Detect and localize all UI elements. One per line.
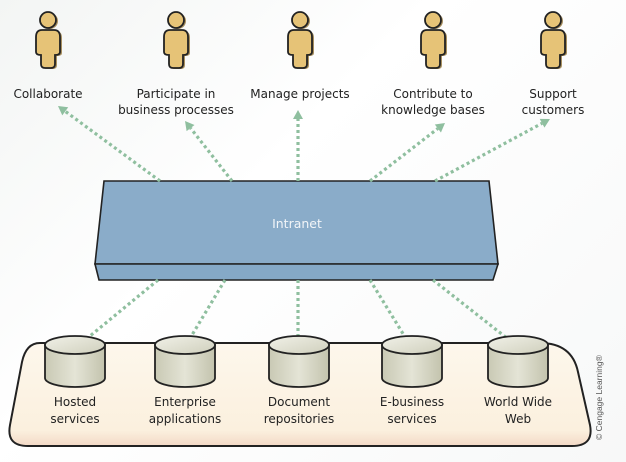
resource-label: Enterprise	[154, 395, 216, 409]
arrowhead-icon	[293, 110, 303, 119]
database-cylinder-icon	[487, 335, 549, 388]
resource-label: services	[50, 412, 99, 426]
arrow-to-user-4	[434, 118, 550, 183]
resource-label: Hosted	[54, 395, 96, 409]
arrowhead-icon	[58, 106, 69, 116]
arrow-to-user-2	[293, 110, 303, 181]
arrowhead-icon	[185, 121, 195, 132]
user-roles: Collaborate Participate in business proces…	[13, 11, 585, 117]
resource-label: Web	[505, 412, 531, 426]
arrow-to-user-1	[185, 121, 234, 182]
resource-label: World Wide	[484, 395, 552, 409]
resource-label: services	[387, 412, 436, 426]
database-cylinder-icon	[44, 335, 106, 388]
resource-item[interactable]: E-business services	[380, 335, 444, 426]
person-icon	[163, 11, 190, 69]
database-cylinder-icon	[154, 335, 216, 388]
arrowhead-icon	[434, 123, 445, 133]
user-role-label: customers	[522, 103, 585, 117]
resource-item[interactable]: Hosted services	[44, 335, 106, 426]
user-role-item[interactable]: Participate in business processes	[118, 11, 234, 117]
intranet-hub[interactable]: Intranet	[93, 180, 500, 281]
arrow-to-user-3	[369, 123, 445, 183]
user-role-item[interactable]: Support customers	[522, 11, 585, 117]
copyright-notice: © Cengage Learning®	[594, 354, 604, 440]
database-cylinder-icon	[268, 335, 330, 388]
user-role-label: business processes	[118, 103, 234, 117]
intranet-label: Intranet	[272, 216, 322, 231]
resource-label: Document	[268, 395, 330, 409]
user-role-label: Support	[529, 87, 577, 101]
user-role-item[interactable]: Contribute to knowledge bases	[381, 11, 485, 117]
resource-item[interactable]: Document repositories	[264, 335, 335, 426]
arrowhead-icon	[539, 118, 550, 128]
person-icon	[287, 11, 314, 69]
resource-label: repositories	[264, 412, 335, 426]
person-icon	[420, 11, 447, 69]
resource-label: applications	[149, 412, 221, 426]
resource-item[interactable]: Enterprise applications	[149, 335, 221, 426]
intranet-box-bottom	[93, 263, 500, 281]
resource-list: Hosted services Enterprise applications Docu…	[44, 335, 552, 426]
user-role-label: Contribute to	[393, 87, 472, 101]
user-role-item[interactable]: Manage projects	[250, 11, 350, 101]
person-icon	[540, 11, 567, 69]
user-role-label: Collaborate	[13, 87, 82, 101]
resource-label: E-business	[380, 395, 444, 409]
arrow-to-user-0	[58, 106, 161, 183]
user-role-label: Participate in	[137, 87, 216, 101]
user-role-item[interactable]: Collaborate	[13, 11, 83, 101]
person-icon	[35, 11, 62, 69]
database-cylinder-icon	[381, 335, 443, 388]
user-role-label: knowledge bases	[381, 103, 485, 117]
user-role-label: Manage projects	[250, 87, 349, 101]
